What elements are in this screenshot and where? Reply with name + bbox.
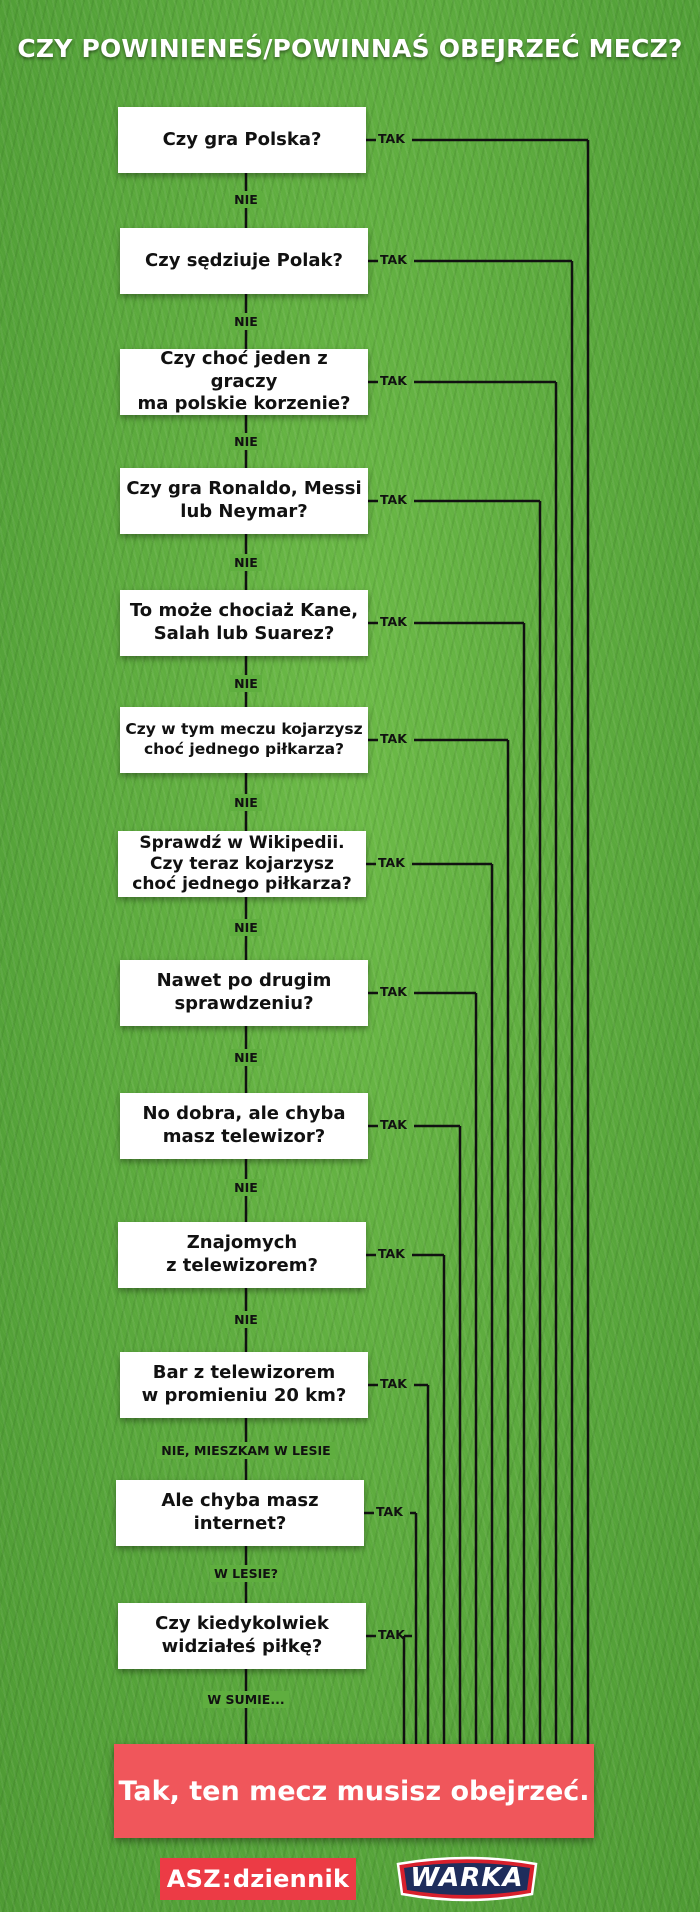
yes-label: TAK [380, 731, 407, 746]
question-box: Sprawdź w Wikipedii. Czy teraz kojarzysz… [118, 831, 366, 897]
logo-asz-text: ASZ [166, 1865, 221, 1893]
no-label-text: NIE [230, 191, 262, 208]
logo-asz-colon: : [221, 1865, 232, 1893]
no-label-text: NIE [230, 313, 262, 330]
yes-label: TAK [380, 373, 407, 388]
yes-label: TAK [380, 1117, 407, 1132]
no-label-text: NIE [230, 919, 262, 936]
yes-label: TAK [378, 1627, 405, 1642]
no-label-text: NIE [230, 554, 262, 571]
no-label: NIE [76, 433, 416, 450]
no-label: NIE [76, 1049, 416, 1066]
no-label: NIE [76, 313, 416, 330]
no-label: NIE [76, 794, 416, 811]
question-box: Czy w tym meczu kojarzysz choć jednego p… [120, 707, 368, 773]
question-box: Znajomych z telewizorem? [118, 1222, 366, 1288]
yes-label: TAK [380, 252, 407, 267]
yes-label: TAK [378, 855, 405, 870]
question-box: Czy gra Ronaldo, Messi lub Neymar? [120, 468, 368, 534]
question-box: To może chociaż Kane, Salah lub Suarez? [120, 590, 368, 656]
no-label-text: NIE [230, 794, 262, 811]
no-label-text: NIE [230, 1049, 262, 1066]
yes-label: TAK [378, 131, 405, 146]
warka-logo: WARKA [392, 1854, 542, 1902]
question-box: Czy gra Polska? [118, 107, 366, 173]
no-label-text: W LESIE? [209, 1565, 283, 1582]
warka-logo-text: WARKA [410, 1863, 524, 1893]
yes-label: TAK [376, 1504, 403, 1519]
no-label: NIE [76, 675, 416, 692]
no-label-text: NIE, MIESZKAM W LESIE [157, 1442, 335, 1459]
yes-label: TAK [380, 1376, 407, 1391]
no-label: W LESIE? [76, 1565, 416, 1582]
final-answer-box: Tak, ten mecz musisz obejrzeć. [114, 1744, 594, 1838]
no-label-text: NIE [230, 1179, 262, 1196]
no-label: NIE [76, 1311, 416, 1328]
no-label: NIE [76, 919, 416, 936]
question-box: No dobra, ale chyba masz telewizor? [120, 1093, 368, 1159]
no-label-text: NIE [230, 675, 262, 692]
no-label-text: NIE [230, 433, 262, 450]
no-label: W SUMIE... [76, 1691, 416, 1708]
question-box: Czy sędziuje Polak? [120, 228, 368, 294]
warka-logo-badge [396, 1856, 538, 1902]
aszdziennik-logo: ASZ:dziennik [160, 1858, 356, 1900]
yes-label: TAK [380, 492, 407, 507]
no-label: NIE [76, 191, 416, 208]
yes-label: TAK [380, 614, 407, 629]
question-box: Czy kiedykolwiek widziałeś piłkę? [118, 1603, 366, 1669]
no-label: NIE [76, 554, 416, 571]
yes-label: TAK [378, 1246, 405, 1261]
yes-label: TAK [380, 984, 407, 999]
no-label: NIE, MIESZKAM W LESIE [76, 1442, 416, 1459]
no-label-text: NIE [230, 1311, 262, 1328]
logo-dziennik-text: dziennik [232, 1865, 350, 1893]
question-box: Ale chyba masz internet? [116, 1480, 364, 1546]
question-box: Bar z telewizorem w promieniu 20 km? [120, 1352, 368, 1418]
no-label: NIE [76, 1179, 416, 1196]
page-title: CZY POWINIENEŚ/POWINNAŚ OBEJRZEĆ MECZ? [17, 34, 683, 63]
question-box: Nawet po drugim sprawdzeniu? [120, 960, 368, 1026]
question-box: Czy choć jeden z graczy ma polskie korze… [120, 348, 368, 415]
no-label-text: W SUMIE... [203, 1691, 289, 1708]
